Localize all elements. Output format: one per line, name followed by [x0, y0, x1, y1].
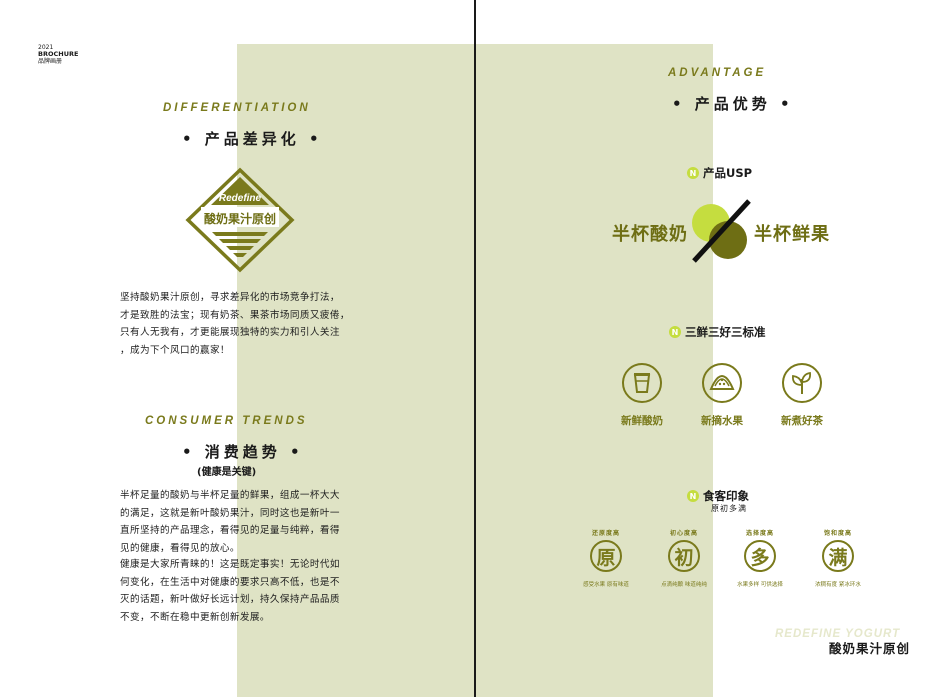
usp-left-text: 半杯酸奶	[612, 224, 688, 245]
standard-label: 新煮好茶	[781, 415, 823, 427]
paragraph-line: 的满足，这就是新叶酸奶果汁，同时这也是新叶一	[120, 507, 340, 519]
impression-desc: 感受水果 原有味道	[583, 582, 629, 588]
impression-heading: N 食客印象	[687, 488, 749, 504]
standards-heading-text: 三鲜三好三标准	[685, 325, 766, 339]
paragraph-line: 才是致胜的法宝；现有奶茶、果茶市场同质又疲倦，	[120, 309, 350, 321]
advantage-title: • 产品优势 •	[672, 95, 794, 113]
standards-heading: N 三鲜三好三标准	[669, 324, 766, 340]
impression-tag: 初心度高	[669, 530, 698, 537]
redefine-logo: Redefine 酸奶果汁原创	[185, 167, 295, 273]
watermelon-slice-icon	[702, 363, 742, 403]
tea-leaf-icon	[782, 363, 822, 403]
logo-en-text: Redefine	[219, 193, 262, 204]
impression-item: 初心度高 初 点滴纯酿 味道纯纯	[644, 528, 724, 588]
impression-char-badge: 多	[744, 540, 776, 572]
paragraph-line: ，成为下个风口的赢家！	[120, 344, 230, 356]
trends-subtitle: (健康是关键)	[197, 467, 257, 478]
logo-zh-text: 酸奶果汁原创	[204, 211, 276, 226]
paragraph-line: 何变化，在生活中对健康的要求只高不低，也是不	[120, 576, 340, 588]
impression-subheading: 原初多满	[711, 504, 747, 513]
impression-char-badge: 初	[668, 540, 700, 572]
trends-eyebrow: CONSUMER TRENDS	[145, 415, 308, 427]
page-spine	[474, 0, 476, 697]
impression-item: 饱和度高 满 浓稠有度 紧冰环水	[798, 528, 878, 588]
usp-right-text: 半杯鲜果	[754, 224, 830, 245]
trends-paragraph-1: 半杯足量的酸奶与半杯足量的鲜果，组成一杯大大 的满足，这就是新叶酸奶果汁，同时这…	[120, 487, 340, 557]
differentiation-title: • 产品差异化 •	[182, 130, 323, 148]
usp-heading: N 产品USP	[687, 165, 752, 181]
n-badge-icon: N	[669, 326, 681, 338]
half-and-half-icon	[692, 199, 751, 263]
impression-item: 还原度高 原 感受水果 原有味道	[566, 528, 646, 588]
standard-label: 新摘水果	[701, 415, 743, 427]
impression-desc: 浓稠有度 紧冰环水	[815, 582, 861, 588]
impression-char-badge: 原	[590, 540, 622, 572]
tagline-en: REDEFINE YOGURT	[775, 628, 901, 640]
advantage-eyebrow: ADVANTAGE	[668, 67, 767, 79]
yogurt-cup-icon	[622, 363, 662, 403]
impression-desc: 点滴纯酿 味道纯纯	[661, 582, 707, 588]
paragraph-line: 只有人无我有，才更能展现独特的实力和引人关注	[120, 327, 340, 338]
impression-heading-text: 食客印象	[703, 489, 749, 503]
usp-heading-text: 产品USP	[703, 166, 753, 180]
brand-mark: 2021 BROCHURE 品牌画册	[38, 44, 78, 65]
impression-tag: 还原度高	[591, 530, 620, 537]
brand-year: 2021	[38, 44, 54, 51]
paragraph-line: 健康是大家所青睐的！这是既定事实！无论时代如	[120, 559, 340, 570]
n-badge-icon: N	[687, 167, 699, 179]
paragraph-line: 灭的话题，新叶做好长远计划，持久保持产品品质	[120, 594, 340, 605]
impression-char-badge: 满	[822, 540, 854, 572]
paragraph-line: 坚持酸奶果汁原创，寻求差异化的市场竞争打法，	[120, 292, 340, 303]
impression-desc: 水果多样 可供选择	[737, 582, 783, 588]
paragraph-line: 半杯足量的酸奶与半杯足量的鲜果，组成一杯大大	[120, 490, 340, 501]
n-badge-icon: N	[687, 490, 699, 502]
brand-word: BROCHURE	[38, 50, 79, 58]
standard-label: 新鲜酸奶	[621, 415, 663, 427]
paragraph-line: 见的健康，看得见的放心。	[120, 542, 240, 554]
paragraph-line: 直所坚持的产品理念，看得见的足量与纯粹，看得	[120, 525, 340, 536]
differentiation-paragraph: 坚持酸奶果汁原创，寻求差异化的市场竞争打法， 才是致胜的法宝；现有奶茶、果茶市场…	[120, 289, 350, 359]
impression-tag: 饱和度高	[823, 530, 852, 537]
differentiation-eyebrow: DIFFERENTIATION	[163, 102, 311, 114]
tagline-zh: 酸奶果汁原创	[829, 641, 911, 656]
trends-title: • 消费趋势 •	[182, 443, 304, 461]
impression-item: 选择度高 多 水果多样 可供选择	[720, 528, 800, 588]
trends-paragraph-2: 健康是大家所青睐的！这是既定事实！无论时代如 何变化，在生活中对健康的要求只高不…	[120, 556, 340, 626]
paragraph-line: 不变，不断在稳中更新创新发展。	[120, 611, 270, 623]
impression-tag: 选择度高	[745, 530, 774, 537]
brand-sub: 品牌画册	[38, 58, 63, 65]
